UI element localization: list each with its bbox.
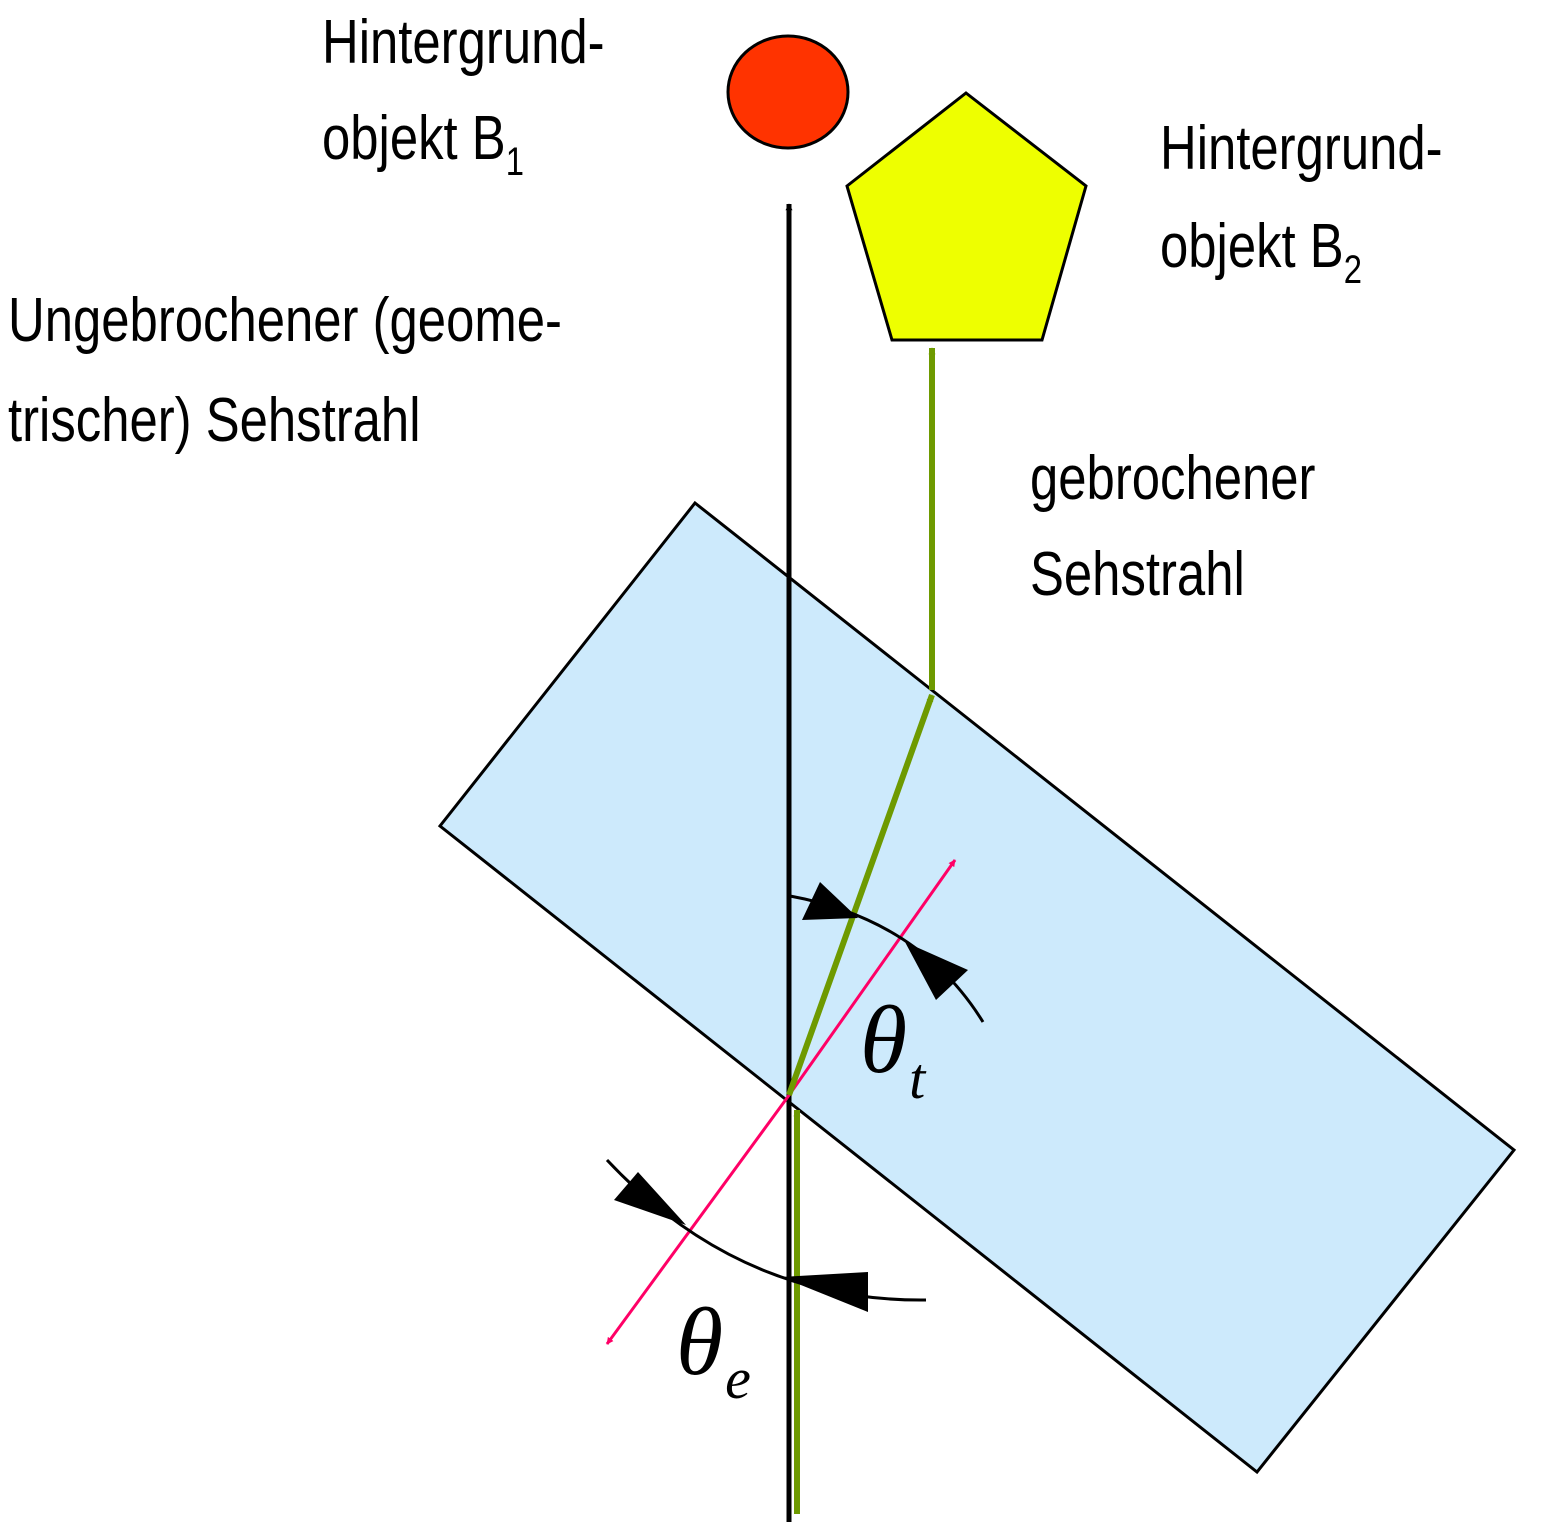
refracted-ray-in-slab <box>786 693 935 1097</box>
b2-label-subscript: 2 <box>1343 248 1362 292</box>
b1-label-text: objekt B <box>322 104 506 173</box>
b1-label-subscript: 1 <box>505 140 524 184</box>
angle-arrowhead-theta-e-2 <box>781 1272 868 1312</box>
background-object-b1 <box>726 34 850 150</box>
glass-slab <box>437 500 1517 1475</box>
theta-e-label: θe <box>676 1288 751 1411</box>
refracted-ray-label-line2: Sehstrahl <box>1030 540 1245 609</box>
angle-arrowhead-theta-t-2 <box>905 942 968 1000</box>
geometric-ray-label-line2: trischer) Sehstrahl <box>8 386 421 455</box>
refracted-ray-label-line1: gebrochener <box>1030 444 1316 513</box>
angle-arrowhead-theta-t-1 <box>802 882 858 920</box>
theta-t-label: θt <box>860 986 927 1111</box>
b2-label-text: objekt B <box>1160 212 1344 281</box>
b1-label-line1: Hintergrund- <box>322 8 605 77</box>
surface-normal <box>785 859 957 1099</box>
angle-arrowhead-theta-e-1 <box>614 1172 686 1225</box>
b2-label-line1: Hintergrund- <box>1160 114 1443 183</box>
geometric-ray-label-line1: Ungebrochener (geome- <box>8 286 562 355</box>
background-object-b2 <box>845 91 1088 342</box>
b1-label-line2: objekt B1 <box>322 108 524 184</box>
surface-normal-lower <box>605 1097 789 1345</box>
b2-label-line2: objekt B2 <box>1160 216 1362 292</box>
